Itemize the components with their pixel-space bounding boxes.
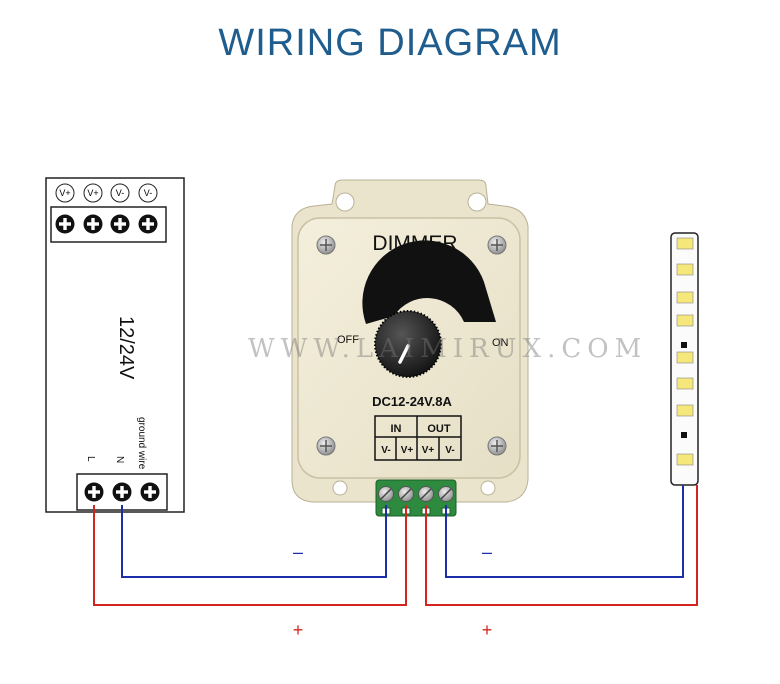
brightness-scale-arc [362, 240, 496, 324]
off-label: OFF [337, 334, 359, 346]
bottom-screw-terminals [84, 482, 160, 502]
power-supply: V+ V+ V- V- 12/24V L N ground wire [45, 177, 185, 513]
on-label: ON [492, 337, 509, 349]
screw-terminal-icon [138, 214, 158, 234]
voltage-label: 12/24V [115, 316, 137, 380]
screw-icon [316, 436, 336, 456]
led-chip-icon [676, 237, 694, 250]
led-chip-icon [676, 263, 694, 276]
terminal-label-4: V- [144, 188, 153, 198]
led-chip-icon [676, 314, 694, 327]
green-terminal-block [375, 479, 457, 517]
led-chip-icon [676, 377, 694, 390]
label-N: N [114, 456, 125, 463]
terminal-v-minus-in: V- [381, 445, 390, 456]
minus-label-right: – [482, 542, 492, 562]
in-label: IN [391, 423, 402, 435]
negative-wire-input [121, 505, 387, 578]
knob-indicator-icon [398, 344, 410, 364]
diagram-title: WIRING DIAGRAM [218, 22, 562, 64]
positive-wire-output [425, 485, 698, 606]
mount-hole-icon [467, 192, 487, 212]
out-label: OUT [427, 423, 451, 435]
label-L: L [85, 456, 96, 462]
mount-hole-icon [335, 192, 355, 212]
screw-icon [487, 436, 507, 456]
led-chip-icon [676, 351, 694, 364]
terminal-table: IN OUT V- V+ V+ V- [374, 415, 462, 461]
dimmer-knob[interactable] [374, 310, 442, 378]
positive-wire-input [93, 505, 407, 606]
resistor-icon [681, 342, 687, 348]
screw-icon [316, 235, 336, 255]
label-ground-wire: ground wire [136, 417, 147, 470]
led-chip-icon [676, 453, 694, 466]
dimmer-rating: DC12-24V.8A [372, 394, 452, 409]
minus-label-left: – [293, 542, 303, 562]
screw-terminal-icon [84, 482, 104, 502]
led-strip [670, 232, 699, 486]
screw-icon [487, 235, 507, 255]
screw-terminal-icon [140, 482, 160, 502]
terminal-v-plus-in: V+ [401, 445, 414, 456]
watermark: WWW.LAIMIRUX.COM [248, 334, 648, 364]
resistor-icon [681, 432, 687, 438]
screw-terminal-icon [110, 214, 130, 234]
terminal-label-1: V+ [59, 188, 70, 198]
top-terminal-labels: V+ V+ V- V- [55, 183, 158, 203]
plus-label-right: + [482, 620, 493, 640]
wires [93, 485, 698, 606]
negative-wire-output [445, 485, 684, 578]
led-chip-icon [676, 291, 694, 304]
terminal-v-minus-out: V- [445, 445, 454, 456]
top-screw-terminals [55, 214, 158, 234]
dimmer: DIMMER OFF ON DC12-24V.8A IN OUT V- V+ V… [291, 179, 529, 517]
knob-knurl [374, 310, 442, 378]
knob-body [375, 311, 441, 377]
mount-hole-icon [480, 480, 496, 496]
screw-terminal-icon [55, 214, 75, 234]
terminal-label-3: V- [116, 188, 125, 198]
plus-label-left: + [293, 620, 304, 640]
screw-terminal-icon [83, 214, 103, 234]
led-chip-icon [676, 404, 694, 417]
terminal-label-2: V+ [87, 188, 98, 198]
mount-hole-icon [332, 480, 348, 496]
screw-terminal-icon [112, 482, 132, 502]
terminal-v-plus-out: V+ [422, 445, 435, 456]
